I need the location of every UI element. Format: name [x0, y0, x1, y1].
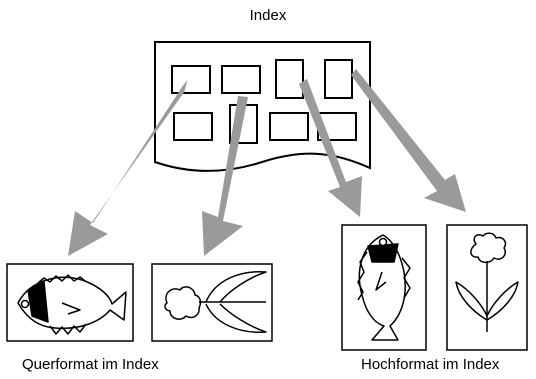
tulip-icon — [164, 271, 267, 333]
thumb-landscape-4 — [269, 112, 309, 141]
fish-icon — [17, 274, 127, 335]
caption-landscape: Querformat im Index — [22, 356, 159, 373]
index-title: Index — [249, 7, 287, 24]
thumb-landscape-2 — [221, 65, 261, 94]
index-thumbnails — [171, 59, 357, 144]
thumb-landscape-3 — [173, 112, 213, 141]
thumb-portrait-1 — [275, 59, 304, 99]
caption-portrait: Hochformat im Index — [361, 356, 500, 373]
arrows — [68, 69, 466, 256]
arrow-2 — [202, 96, 248, 256]
arrow-3 — [299, 79, 362, 217]
arrow-4 — [351, 69, 466, 212]
fish-icon — [357, 234, 411, 341]
thumb-portrait-2 — [324, 59, 353, 99]
thumb-landscape-1 — [171, 65, 211, 94]
arrow-1 — [68, 79, 188, 256]
tulip-icon — [455, 232, 519, 332]
